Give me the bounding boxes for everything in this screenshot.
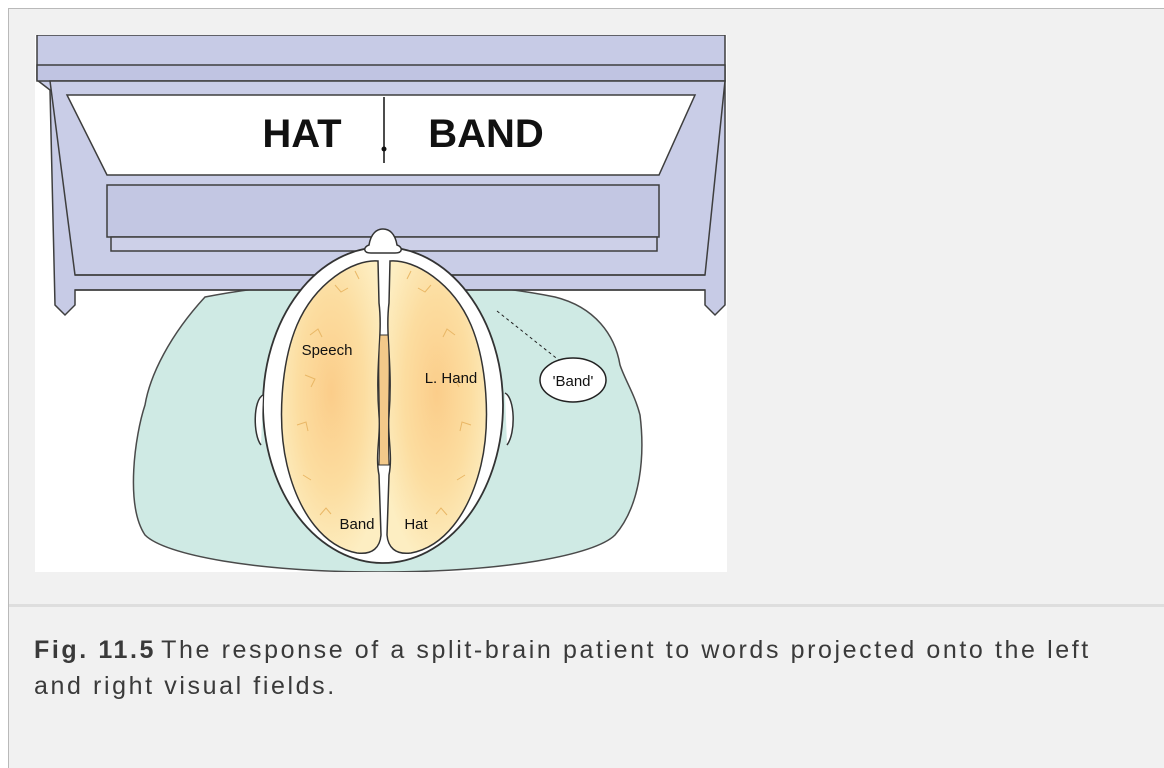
brain-label-band: Band <box>339 516 374 533</box>
split-brain-illustration: HAT BAND 'Band' Speech <box>35 35 727 572</box>
brain-label-hat: Hat <box>404 516 428 533</box>
corpus-callosum <box>379 335 389 465</box>
screen-word-left: HAT <box>262 112 341 156</box>
projection-screen <box>67 95 695 175</box>
caption-divider <box>9 604 1164 607</box>
brain-label-speech: Speech <box>302 342 353 359</box>
figure-number: Fig. 11.5 <box>34 636 156 664</box>
speech-bubble-text: 'Band' <box>553 373 594 390</box>
brain-label-left-hand: L. Hand <box>425 370 478 387</box>
screen-word-right: BAND <box>428 112 544 156</box>
figure-panel: HAT BAND 'Band' Speech <box>8 8 1164 768</box>
caption-text-line2: and right visual fields. <box>34 668 1164 704</box>
caption-text-line1: The response of a split-brain patient to… <box>161 636 1091 664</box>
figure-caption: Fig. 11.5 The response of a split-brain … <box>34 632 1164 704</box>
